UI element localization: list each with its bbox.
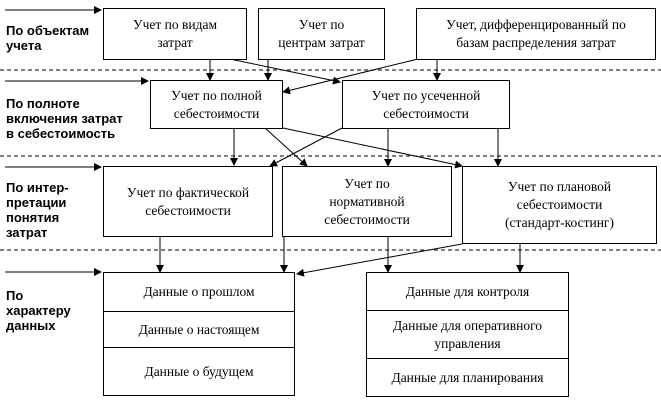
box-truncated-cost: Учет по усеченной себестоимости [342, 80, 510, 129]
connector-arrow [229, 58, 341, 85]
box-full-cost: Учет по полной себестоимости [150, 80, 283, 129]
box-planned-cost: Учет по плановой себестоимости (стандарт… [462, 166, 657, 244]
data-control: Данные для контроля [405, 283, 530, 299]
level-label-data-nature: По характеру данных [6, 288, 71, 333]
box-cost-centers: Учет по центрам затрат [258, 8, 385, 60]
level-label-interpretation: По интер- претации понятия затрат [6, 180, 69, 240]
data-present: Данные о настоящем [104, 311, 294, 347]
connector-arrow [264, 127, 308, 167]
level-label-completeness: По полноте включения затрат в себестоимо… [6, 96, 123, 141]
box-cost-types: Учет по видам затрат [103, 8, 247, 60]
data-time-stack: Данные о прошлом Данные о настоящем Данн… [103, 272, 295, 396]
connector-arrow [282, 58, 419, 95]
data-purpose-stack: Данные для контроля Данные для оперативн… [366, 272, 569, 397]
data-planning: Данные для планирования [367, 358, 568, 396]
data-operational-management: Данные для оперативного управления [367, 310, 568, 358]
box-allocation-bases: Учет, дифференцированный по базам распре… [416, 8, 656, 60]
data-future: Данные о будущем [104, 347, 294, 395]
connector-arrow [296, 243, 463, 277]
connector-arrow [269, 127, 343, 167]
data-past: Данные о прошлом [143, 284, 255, 299]
connector-arrow [282, 127, 463, 169]
box-actual-cost: Учет по фактической себестоимости [103, 166, 273, 237]
box-normative-cost: Учет по нормативной себестоимости [282, 166, 452, 237]
level-label-objects: По объектам учета [6, 23, 90, 53]
